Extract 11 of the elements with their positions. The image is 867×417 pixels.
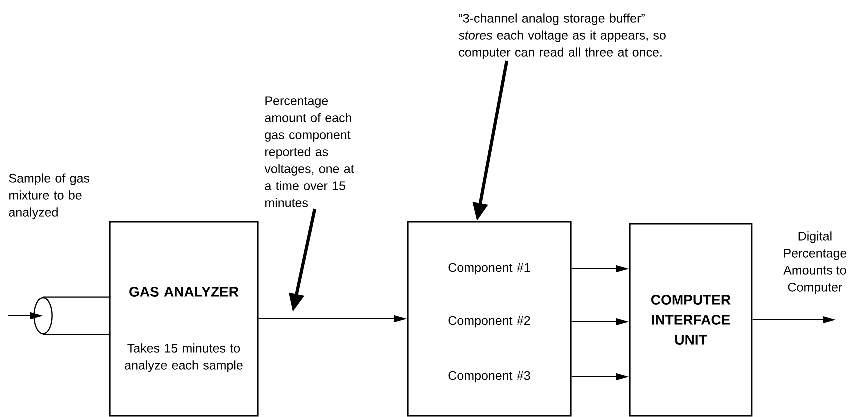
pipe-drawing: [34, 296, 112, 336]
process-box: GAS ANALYZER Takes 15 minutes to analyze each sample: [109, 221, 259, 417]
edge-label: Digital Percentage Amounts to Computer: [784, 232, 847, 294]
process-box: COMPUTER INTERFACE UNIT: [629, 223, 753, 417]
buffer-box: [407, 221, 572, 417]
component-label: Component #2: [448, 316, 530, 328]
caption-text: Sample of gas mixture to be analyzed: [9, 174, 90, 220]
component-label: Component #1: [448, 263, 530, 275]
note-text: Percentage amount of each gas component reported as voltages, one at a time over 15 minutes: [264, 96, 354, 208]
component-label: Component #3: [448, 371, 530, 383]
note-text: “3-channel analog storage buffer” stores each voltage as it appears, so computer can read all three at once.: [458, 14, 666, 60]
